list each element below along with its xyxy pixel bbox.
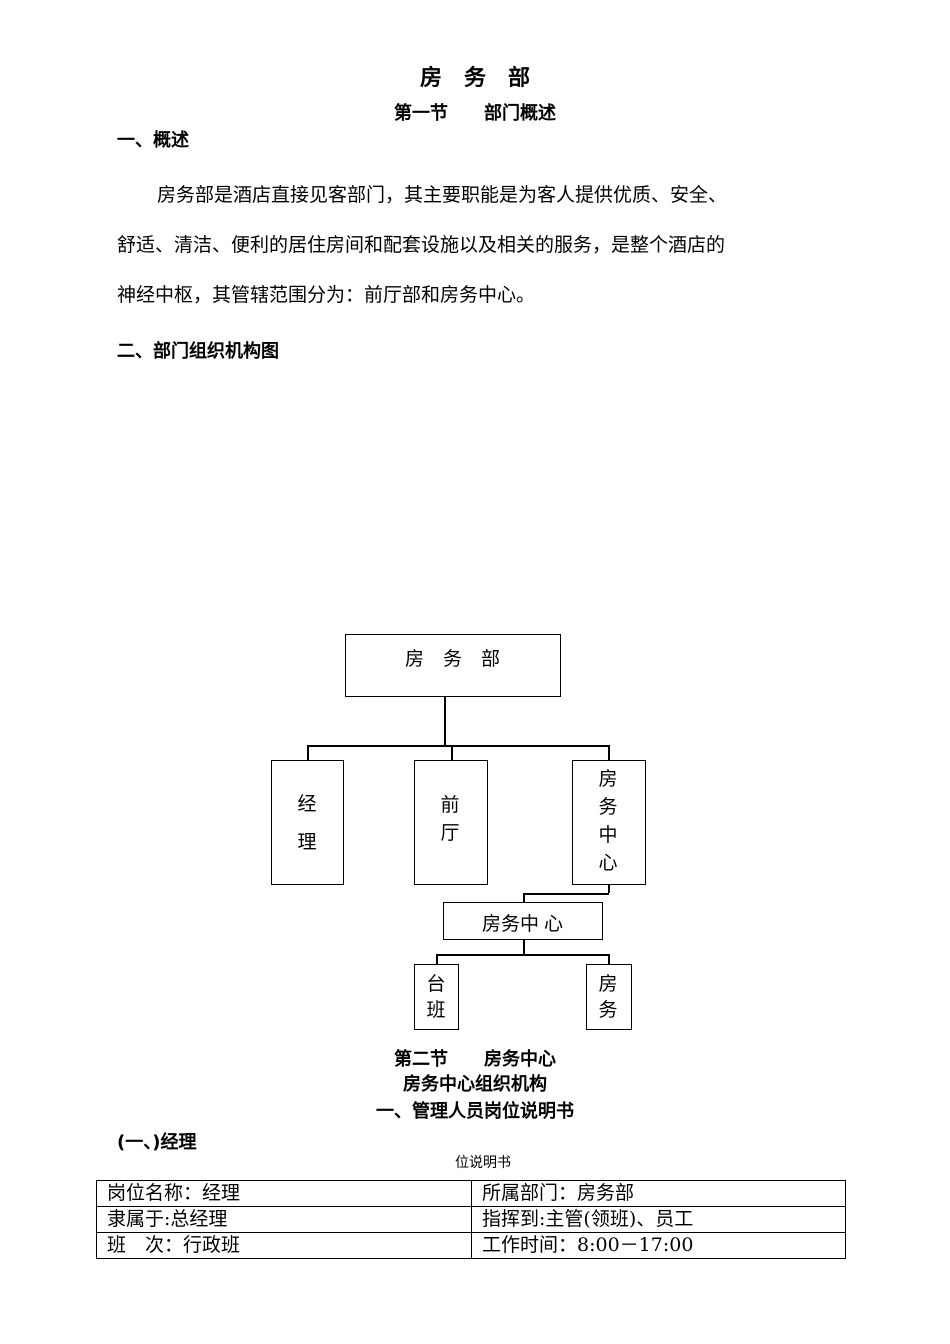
connector: [523, 893, 609, 895]
connector: [523, 893, 525, 902]
table-row: 岗位名称：经理所属部门：房务部: [96, 1180, 846, 1207]
table-cell: 所属部门：房务部: [471, 1180, 846, 1207]
caption-fragment: 位说明书: [455, 1155, 511, 1171]
org-manager-box: 经理: [271, 760, 344, 885]
table-cell: 班 次：行政班: [96, 1232, 472, 1259]
section-2-subheading: 房务中心组织机构: [403, 1074, 547, 1095]
org-root-label: 房 务 部: [404, 648, 500, 670]
connector: [307, 745, 309, 760]
section-2-heading: 第二节 房务中心: [394, 1049, 556, 1070]
paragraph-line: 房务部是酒店直接见客部门，其主要职能是为客人提供优质、安全、: [157, 184, 728, 206]
connector: [608, 885, 610, 893]
table-row: 隶属于:总经理指挥到:主管(领班)、员工: [96, 1206, 846, 1233]
connector: [436, 954, 609, 956]
connector: [523, 940, 525, 954]
job-info-table: 岗位名称：经理所属部门：房务部 隶属于:总经理指挥到:主管(领班)、员工 班 次…: [96, 1180, 846, 1259]
org-root-box: 房 务 部: [345, 634, 561, 697]
connector: [608, 954, 610, 964]
table-cell: 岗位名称：经理: [96, 1180, 472, 1207]
org-front-box: 前厅: [414, 760, 488, 885]
manager-heading: (一、)经理: [117, 1132, 197, 1153]
table-cell: 隶属于:总经理: [96, 1206, 472, 1233]
table-row: 班 次：行政班工作时间：8:00－17:00: [96, 1232, 846, 1259]
org-hk-center-box: 房务中心: [572, 760, 646, 885]
connector: [608, 745, 610, 760]
org-housekeeping-label: 房务: [598, 973, 618, 1021]
section-1-heading: 第一节 部门概述: [394, 103, 556, 124]
org-housekeeping-box: 房务: [586, 964, 632, 1030]
table-cell: 指挥到:主管(领班)、员工: [471, 1206, 846, 1233]
org-hk-center-hbox: 房务中 心: [443, 902, 603, 940]
connector: [444, 697, 446, 745]
org-front-label: 前厅: [440, 794, 460, 844]
table-cell: 工作时间：8:00－17:00: [471, 1232, 846, 1259]
connector: [436, 954, 438, 964]
org-front-desk-label: 台班: [426, 973, 446, 1021]
connector: [451, 745, 453, 760]
org-hk-center-h-label: 房务中: [482, 913, 540, 935]
paragraph-line: 舒适、清洁、便利的居住房间和配套设施以及相关的服务，是整个酒店的: [117, 234, 726, 256]
mgmt-heading: 一、管理人员岗位说明书: [376, 1101, 574, 1122]
org-manager-label: 经理: [297, 793, 317, 853]
doc-title: 房 务 部: [419, 66, 530, 91]
paragraph-line: 神经中枢，其管辖范围分为：前厅部和房务中心。: [117, 284, 536, 306]
overview-heading: 一、概述: [117, 130, 189, 151]
connector: [307, 745, 609, 747]
org-hk-center-label: 房务中心: [598, 768, 618, 874]
org-front-desk-box: 台班: [414, 964, 459, 1030]
org-chart-heading: 二、部门组织机构图: [117, 341, 279, 362]
org-hk-center-h-overlap: 心: [544, 913, 564, 935]
